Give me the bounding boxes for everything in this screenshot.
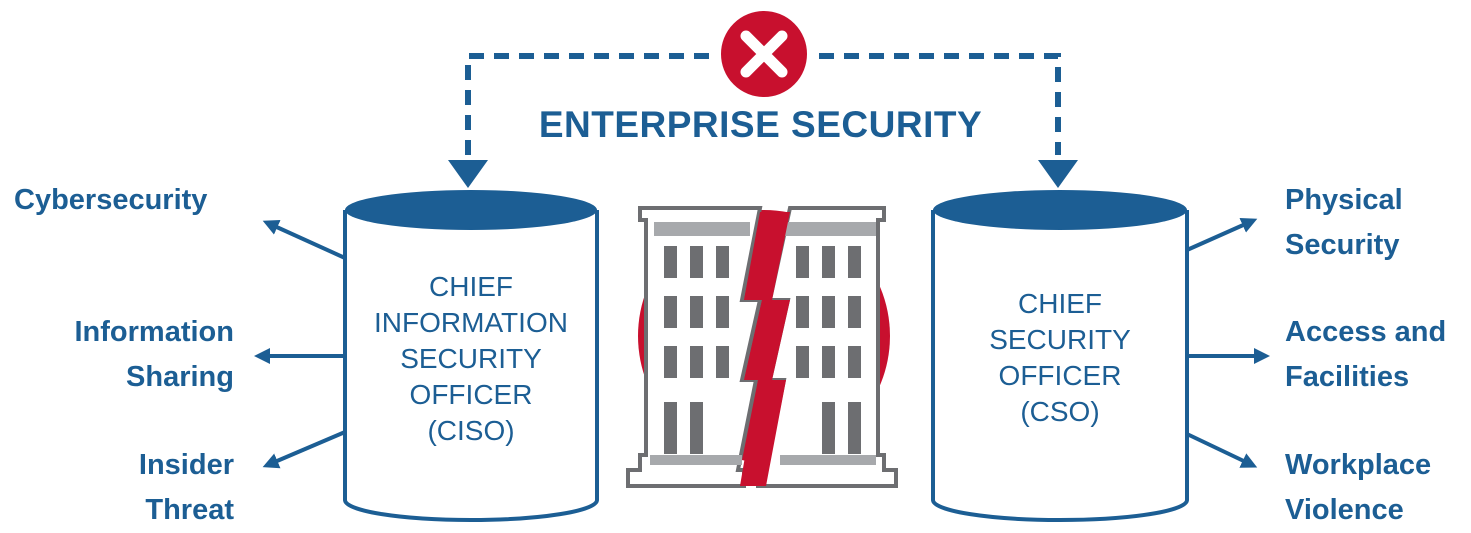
role-line: SECURITY: [400, 343, 542, 374]
label-line: Access and: [1285, 316, 1447, 348]
role-line: SECURITY: [989, 324, 1131, 355]
role-line: OFFICER: [998, 360, 1122, 391]
label-line: Violence: [1285, 494, 1404, 526]
information-sharing-label: Information Sharing: [75, 310, 235, 400]
physical-security-label: Physical Security: [1285, 178, 1403, 268]
arrow-to-workplace-violence: [1186, 432, 1258, 468]
workplace-violence-label: Workplace Violence: [1285, 443, 1431, 533]
label-line: Cybersecurity: [14, 184, 208, 216]
left-arrows: [254, 220, 346, 469]
cso-role-label: CHIEF SECURITY OFFICER (CSO): [938, 286, 1182, 430]
crack-bolt: [740, 212, 790, 486]
label-line: Facilities: [1285, 361, 1410, 393]
x-circle-icon: [717, 7, 811, 101]
label-line: Physical: [1285, 184, 1403, 216]
arrow-to-insider-threat: [262, 430, 346, 469]
dashed-connector: [448, 53, 1078, 188]
cso-cylinder: [931, 190, 1189, 522]
role-line: (CISO): [427, 415, 515, 446]
role-line: INFORMATION: [374, 307, 568, 338]
arrow-to-cybersecurity: [262, 220, 346, 260]
role-line: OFFICER: [409, 379, 533, 410]
role-line: (CSO): [1020, 396, 1100, 427]
building-left-half: [626, 206, 763, 488]
access-facilities-label: Access and Facilities: [1285, 310, 1446, 400]
label-line: Sharing: [126, 361, 234, 393]
label-line: Security: [1285, 229, 1400, 261]
label-line: Threat: [145, 494, 234, 526]
label-line: Information: [74, 316, 235, 348]
label-line: Insider: [138, 449, 234, 481]
cybersecurity-label: Cybersecurity: [14, 178, 207, 223]
role-line: CHIEF: [1018, 288, 1102, 319]
diagram-title: ENTERPRISE SECURITY: [538, 104, 983, 145]
right-arrows: [1186, 217, 1270, 468]
split-building-icon: [626, 206, 898, 488]
label-line: Workplace: [1285, 449, 1432, 481]
right-connector-arrowhead: [1038, 160, 1078, 188]
building-right-half: [756, 206, 898, 488]
left-connector-arrowhead: [448, 160, 488, 188]
insider-threat-label: Insider Threat: [139, 443, 234, 533]
ciso-cylinder: [343, 190, 599, 522]
arrow-to-physical-security: [1186, 217, 1258, 252]
ciso-role-label: CHIEF INFORMATION SECURITY OFFICER (CISO…: [350, 269, 592, 449]
role-line: CHIEF: [429, 271, 513, 302]
